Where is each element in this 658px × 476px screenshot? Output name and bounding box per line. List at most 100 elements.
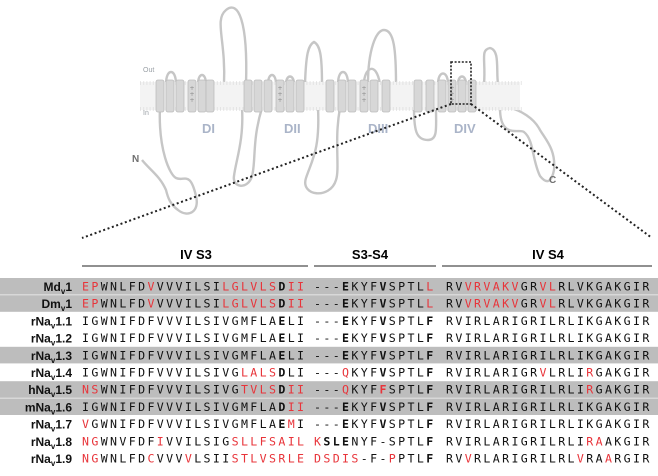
loop-dii-diii — [304, 107, 342, 195]
domain-label-dii: DII — [284, 121, 301, 136]
c-terminus-label: C — [549, 175, 556, 186]
tm-segment-d4-s2 — [425, 79, 435, 113]
charge-mark: + — [449, 85, 454, 92]
tm-segment-d4-s3 — [437, 79, 447, 113]
charge-mark: + — [277, 91, 282, 98]
tm-segment-d3-s3 — [347, 79, 357, 113]
tm-segment-d2-s3 — [263, 79, 273, 113]
channel-name: hNav1.5 — [28, 383, 72, 399]
zoom-highlight-box — [450, 61, 472, 105]
tm-segment-d3-s4 — [359, 79, 369, 113]
tm-segment-d4-s1 — [413, 79, 423, 113]
charge-mark: + — [361, 97, 366, 104]
charge-mark: + — [277, 97, 282, 104]
charge-mark: + — [361, 85, 366, 92]
tm-segment-d3-s6 — [381, 79, 391, 113]
tm-segment-d1-s3 — [175, 79, 185, 113]
tm-segment-d3-s5 — [369, 79, 379, 113]
tm-segment-d2-s1 — [243, 79, 253, 113]
row-highlight — [0, 278, 658, 295]
tm-segment-d3-s1 — [325, 79, 335, 113]
zoom-line-right — [470, 103, 653, 239]
domain-label-div: DIV — [454, 121, 476, 136]
row-highlight — [0, 295, 658, 312]
channel-name: rNav1.3 — [31, 349, 72, 365]
charge-mark: + — [449, 97, 454, 104]
channel-name: mNav1.6 — [25, 400, 72, 416]
extracellular-loops — [164, 6, 500, 85]
tm-segment-d1-s1 — [155, 79, 165, 113]
tm-segment-d1-s6 — [205, 79, 215, 113]
charge-mark: + — [189, 91, 194, 98]
c-terminus-loop — [498, 106, 556, 183]
channel-name: rNav1.2 — [31, 332, 72, 348]
charge-mark: + — [361, 91, 366, 98]
loop-di-dii — [232, 107, 264, 187]
tm-segment-d3-s2 — [337, 79, 347, 113]
tm-segment-d1-s4 — [187, 79, 197, 113]
charge-mark: + — [189, 85, 194, 92]
channel-name: Dmv1 — [42, 297, 73, 313]
tm-segment-d2-s5 — [285, 79, 295, 113]
loop-di-p — [219, 6, 248, 85]
header-iv-s3: IV S3 — [180, 247, 212, 262]
loop-div-p — [482, 46, 500, 85]
membrane-topology-diagram: ++++++++++++ Out In DI DII DIII DIV N C — [81, 6, 653, 239]
intracellular-loops — [141, 105, 556, 215]
charge-mark: + — [189, 97, 194, 104]
tm-segment-d1-s2 — [165, 79, 175, 113]
tm-segment-d2-s4 — [275, 79, 285, 113]
n-terminus-loop — [141, 105, 198, 215]
channel-name: rNav1.4 — [31, 366, 72, 382]
tm-segment-d2-s2 — [253, 79, 263, 113]
out-label: Out — [143, 67, 154, 74]
charge-mark: + — [277, 85, 282, 92]
in-label: In — [143, 110, 149, 117]
domain-label-di: DI — [202, 121, 215, 136]
loop-dii-p — [303, 40, 324, 85]
header-s3-s4: S3-S4 — [352, 247, 389, 262]
channel-name: rNav1.1 — [31, 314, 72, 330]
